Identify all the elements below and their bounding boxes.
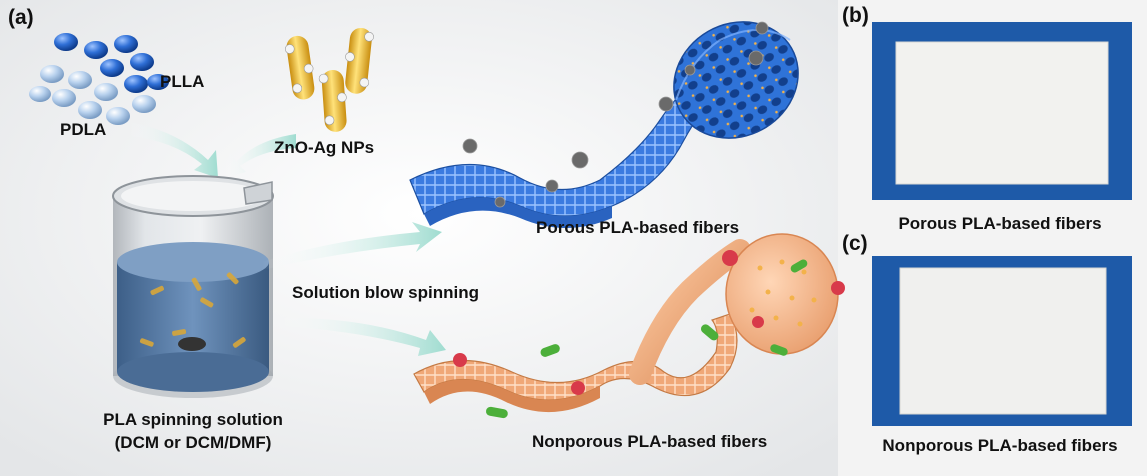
photo-c-caption: Nonporous PLA-based fibers xyxy=(882,436,1118,455)
plla-label: PLLA xyxy=(160,72,205,91)
panel-c-label: (c) xyxy=(842,232,868,255)
pdla-sphere-icon xyxy=(29,65,156,125)
zno-label: ZnO-Ag NPs xyxy=(274,138,375,157)
beaker-icon xyxy=(112,175,274,398)
solvent-label: (DCM or DCM/DMF) xyxy=(114,433,272,452)
blow-spinning-label: Solution blow spinning xyxy=(292,283,479,302)
panel-b-label: (b) xyxy=(842,4,869,27)
zno-rod-icon xyxy=(284,27,374,132)
arrow-icon xyxy=(128,122,218,178)
arrow-icon xyxy=(222,134,296,178)
bacteria-icon xyxy=(462,21,769,208)
plla-sphere-icon xyxy=(54,33,169,93)
arrow-icon xyxy=(276,317,446,356)
solution-label: PLA spinning solution xyxy=(103,410,283,429)
porous-fiber-graphic xyxy=(409,21,799,228)
photo-b-caption: Porous PLA-based fibers xyxy=(898,214,1102,233)
bacteria-icon xyxy=(486,259,808,419)
panel-a-label: (a) xyxy=(8,6,34,29)
photo-b-fabric xyxy=(895,41,1109,185)
photo-c-fabric xyxy=(899,267,1107,415)
arrow-icon xyxy=(262,222,442,270)
pdla-label: PDLA xyxy=(60,120,107,139)
virus-icon xyxy=(453,250,845,395)
porous-fibers-label: Porous PLA-based fibers xyxy=(536,218,740,237)
nonporous-fibers-label: Nonporous PLA-based fibers xyxy=(532,432,768,451)
